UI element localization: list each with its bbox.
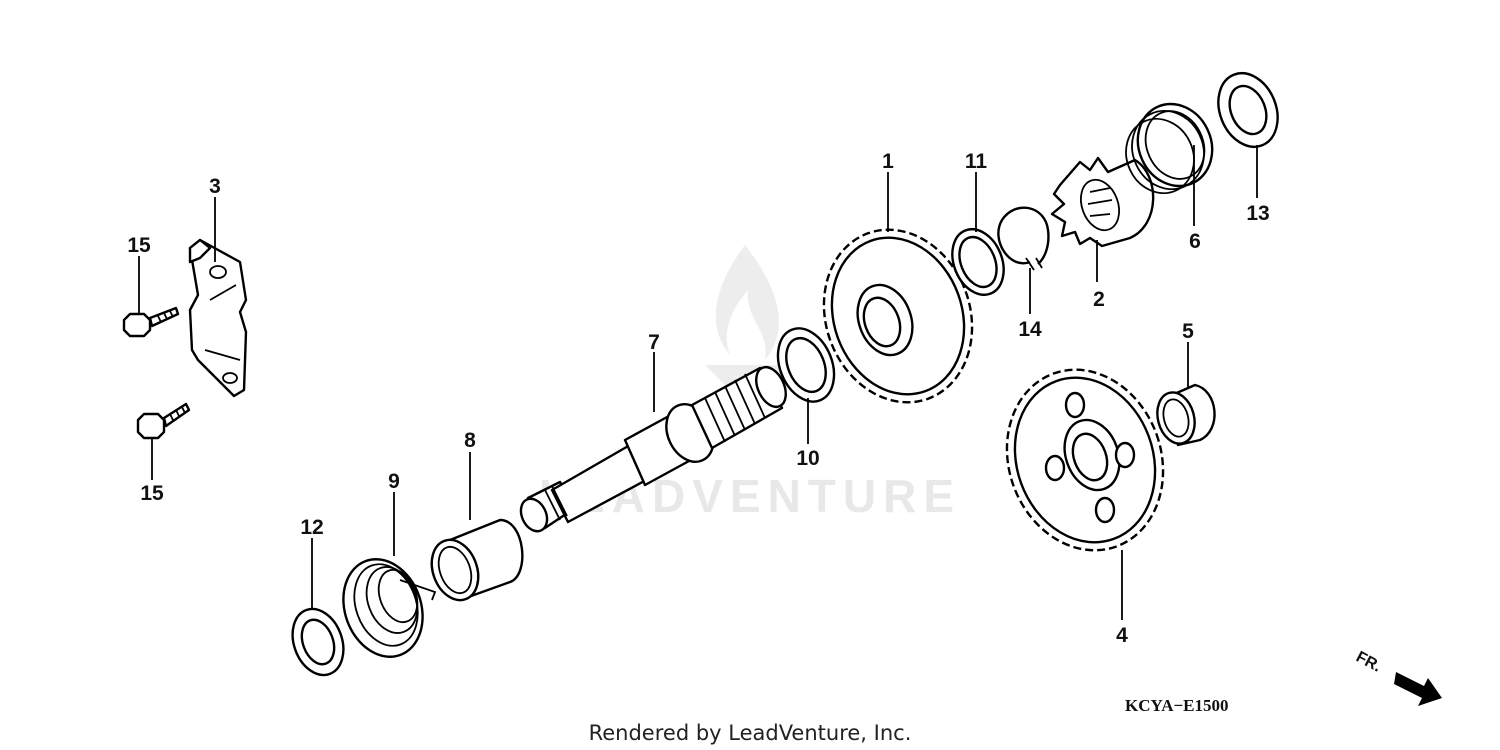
part-3-bracket[interactable]: [188, 238, 248, 398]
part-14-circlip[interactable]: [997, 206, 1050, 271]
part-4-gear[interactable]: [982, 348, 1188, 573]
front-direction-indicator: FR.: [1353, 649, 1442, 706]
front-arrow-icon: [1394, 672, 1442, 706]
callout-11: 11: [965, 150, 988, 173]
part-12-washer[interactable]: [284, 602, 352, 682]
part-5-collar[interactable]: [1152, 383, 1216, 448]
render-credit: Rendered by LeadVenture, Inc.: [589, 721, 912, 745]
callout-6: 6: [1189, 230, 1201, 253]
callout-1: 1: [882, 150, 894, 173]
part-2-ratchet[interactable]: [1050, 156, 1155, 248]
callout-numbers: 1 2 3 4 5 6 7 8 9 10 11 12 13 14 15 15: [127, 150, 1269, 647]
callout-10: 10: [796, 447, 819, 470]
callout-5: 5: [1182, 320, 1194, 343]
callout-7: 7: [648, 331, 660, 354]
part-1-gear[interactable]: [800, 209, 996, 424]
part-15-bolt-lower[interactable]: [136, 402, 191, 440]
callout-13: 13: [1246, 202, 1269, 225]
callout-14: 14: [1018, 318, 1042, 341]
callout-9: 9: [388, 470, 400, 493]
callout-15-lower: 15: [140, 482, 164, 505]
direction-label: FR.: [1353, 649, 1384, 676]
part-10-washer[interactable]: [768, 320, 845, 410]
part-9-spring[interactable]: [330, 548, 437, 668]
callout-4: 4: [1116, 624, 1128, 647]
part-7-shaft[interactable]: [516, 362, 792, 535]
part-8-collar[interactable]: [424, 518, 524, 607]
leader-lines: [138, 145, 1258, 620]
callout-12: 12: [300, 516, 323, 539]
part-13-washer[interactable]: [1208, 64, 1288, 155]
callout-2: 2: [1093, 288, 1105, 311]
part-15-bolt-upper[interactable]: [122, 306, 180, 338]
callout-3: 3: [209, 175, 221, 198]
diagram-code: KCYA−E1500: [1125, 696, 1229, 715]
part-11-ring[interactable]: [943, 221, 1013, 302]
callout-15-upper: 15: [127, 234, 151, 257]
callout-8: 8: [464, 429, 476, 452]
